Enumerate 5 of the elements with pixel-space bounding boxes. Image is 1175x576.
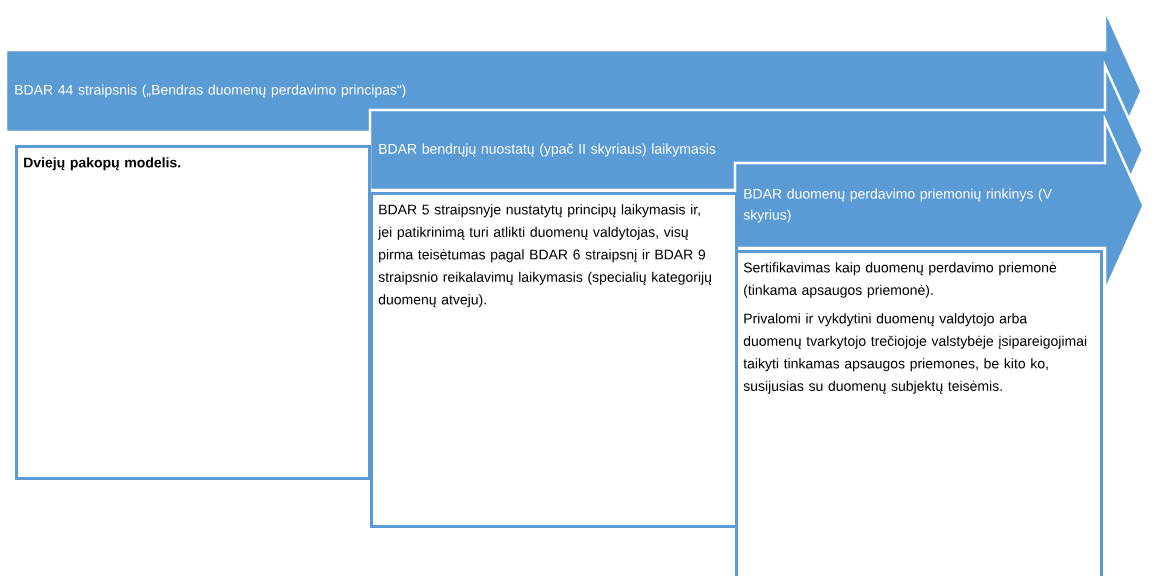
node-label: BDAR bendrųjų nuostatų (ypač II skyriaus) laikymasis [379,143,716,157]
node-label: BDAR 44 straipsnis („Bendras duomenų perdavimo principas“) [15,84,406,98]
text-box: Dviejų pakopų modelis. [15,145,371,480]
text-box: BDAR 5 straipsnyje nustatytų principų laikymasis ir, jei patikrinimą turi atlikti duomenų valdytojas, visų pirma teisėtumas pagal BDAR 6 straipsnį ir BDAR 9 straipsnio reikalavimų laikymasis (specialių kategorijų duomenų atveju). [370,192,738,528]
text-box: Sertifikavimas kaip duomenų perdavimo priemonė (tinkama apsaugos priemonė). Privalomi ir vykdytini duomenų valdytojo arba duomenų tvarkytojo trečiojoje valstybėje įsipareigojimai taikyti tinkamas apsaugos priemones, be kito ko, susijusias su duomenų subjektų teisėmis. [735,250,1103,576]
